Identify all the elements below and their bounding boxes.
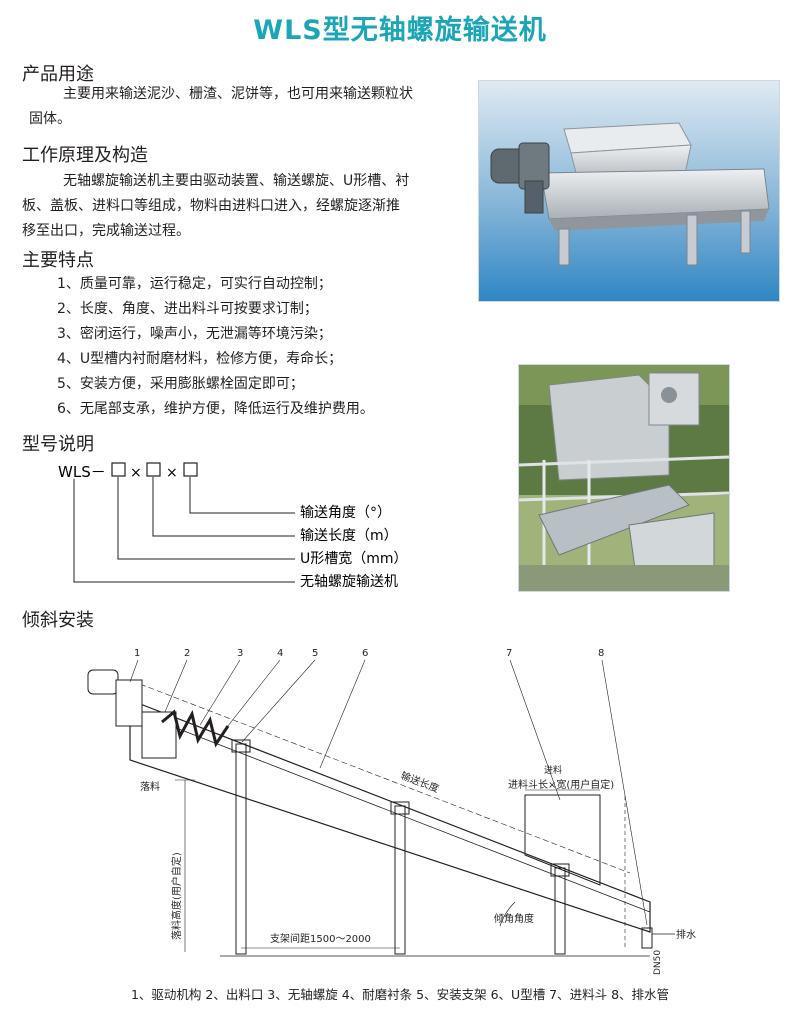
section-heading-install: 倾斜安装	[22, 610, 94, 631]
feature-item: 2、长度、角度、进出料斗可按要求订制；	[57, 301, 318, 317]
drain-pipe	[641, 927, 653, 949]
drive-gearbox	[115, 679, 143, 727]
section-heading-use: 产品用途	[22, 64, 94, 85]
model-box-angle	[183, 462, 198, 477]
shaftless-spiral	[161, 709, 230, 748]
leader-line-length	[152, 477, 295, 537]
principle-text-line1: 无轴螺旋输送机主要由驱动装置、输送螺旋、U形槽、衬	[63, 173, 410, 189]
leader-line-angle	[189, 477, 295, 514]
product-photo	[478, 80, 780, 302]
site-photo	[518, 364, 730, 592]
part-number-6: 6	[362, 648, 368, 659]
model-label-product: 无轴螺旋输送机	[300, 574, 398, 590]
feature-item: 4、U型槽内衬耐磨材料，检修方便，寿命长；	[57, 351, 343, 367]
feed-label: 进料	[544, 764, 562, 776]
installation-diagram: 1 2 3 4 5 6 7 8 落料 进料 进料斗长×宽(用户自定) 输送长度 …	[87, 648, 696, 975]
model-label-length: 输送长度（m）	[300, 528, 398, 544]
principle-text-line3: 移至出口，完成输送过程。	[22, 223, 190, 239]
support-leg-3	[554, 867, 566, 955]
angle-label: 倾角角度	[494, 912, 534, 925]
angle-arc	[499, 901, 516, 927]
feature-item: 6、无尾部支承，维护方便，降低运行及维护费用。	[57, 401, 374, 417]
u-trough-outline	[129, 699, 651, 933]
section-heading-model: 型号说明	[22, 434, 94, 455]
model-label-angle: 输送角度（°）	[300, 505, 391, 521]
principle-text-line2: 板、盖板、进料口等组成，物料由进料口进入，经螺旋逐渐推	[22, 198, 400, 214]
drop-height-label: 落料高度(用户自定)	[170, 852, 183, 940]
feature-item: 3、密闭运行，噪声小，无泄漏等环境污染；	[57, 326, 332, 342]
drop-label: 落料	[140, 780, 160, 793]
u-trough-inner-line	[129, 709, 651, 913]
use-text-line1: 主要用来输送泥沙、栅渣、泥饼等，也可用来输送颗粒状	[63, 86, 413, 102]
feed-hopper	[524, 794, 601, 886]
leader-line-width	[117, 477, 295, 560]
model-code-diagram: WLS－ × × 输送角度（°） 输送长度（m） U形槽宽（mm） 无轴螺旋输送…	[58, 462, 408, 590]
model-label-width: U形槽宽（mm）	[300, 550, 408, 567]
drain-label: 排水	[676, 928, 696, 941]
support-leg-1	[235, 743, 247, 955]
feature-item: 5、安装方便，采用膨胀螺栓固定即可；	[57, 376, 304, 392]
part-number-3: 3	[237, 648, 243, 659]
conveying-length-label: 输送长度	[399, 769, 441, 795]
conveying-length-line	[139, 683, 631, 874]
model-prefix: WLS－	[58, 463, 106, 481]
part-number-4: 4	[277, 648, 283, 659]
model-times-1: ×	[130, 465, 142, 481]
drive-motor	[87, 669, 119, 695]
section-heading-principle: 工作原理及构造	[22, 145, 148, 166]
part-number-5: 5	[312, 648, 318, 659]
part-number-8: 8	[598, 648, 604, 659]
section-heading-features: 主要特点	[22, 250, 94, 271]
discharge-outlet	[141, 711, 177, 759]
leader-line-product	[73, 479, 295, 583]
dn-label: DN50	[653, 950, 663, 975]
parts-legend: 1、驱动机构 2、出料口 3、无轴螺旋 4、耐磨衬条 5、安装支架 6、U型槽 …	[130, 987, 670, 1002]
feature-item: 1、质量可靠，运行稳定，可实行自动控制；	[57, 276, 332, 292]
page-title: WLS型无轴螺旋输送机	[253, 15, 547, 46]
use-text-line2: 固体。	[29, 111, 71, 127]
model-box-width	[111, 462, 126, 477]
hopper-size-label: 进料斗长×宽(用户自定)	[508, 778, 614, 791]
part-number-2: 2	[184, 648, 190, 659]
support-spacing-label: 支架间距1500～2000	[270, 932, 371, 945]
part-number-1: 1	[134, 648, 140, 659]
support-leg-2	[394, 805, 406, 955]
part-number-7: 7	[506, 648, 512, 659]
model-box-length	[146, 462, 161, 477]
model-times-2: ×	[166, 465, 178, 481]
